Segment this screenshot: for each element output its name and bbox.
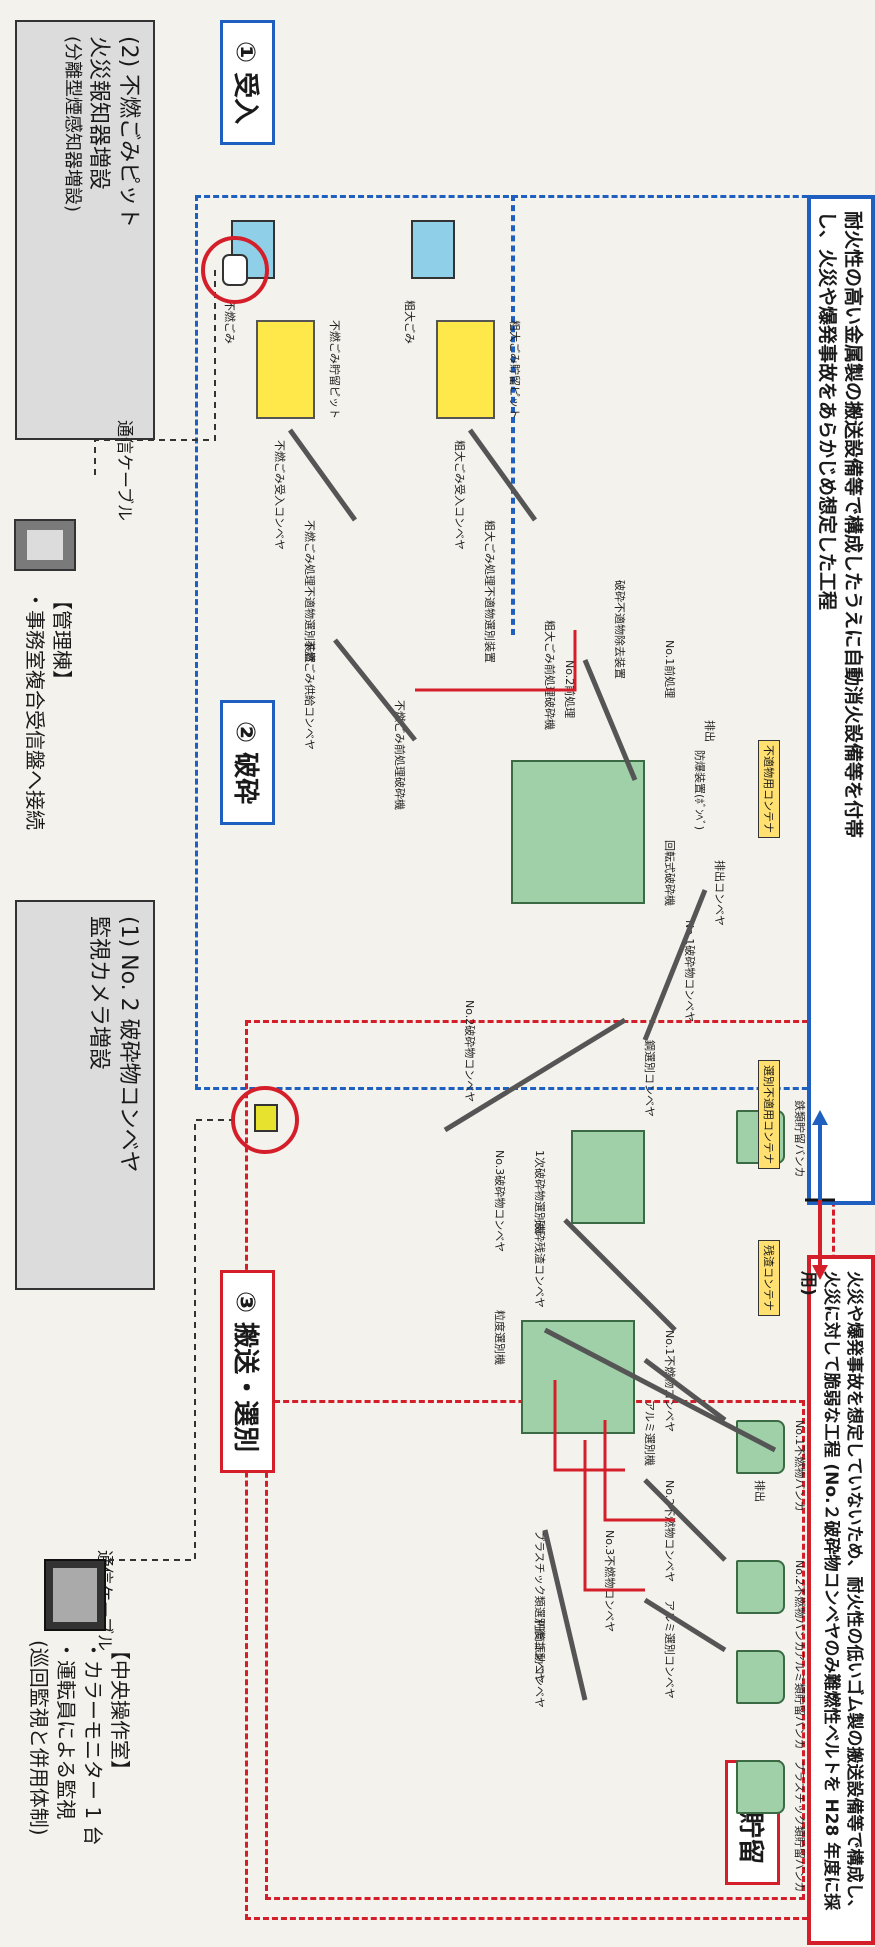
sodai-conveyor	[467, 428, 538, 522]
no1-unb-conveyor	[643, 1358, 727, 1422]
cable-line-2	[95, 1119, 235, 1561]
monitor-icon	[44, 1559, 106, 1631]
fire-detector-icon	[201, 236, 269, 304]
residue-conveyor	[563, 1218, 677, 1332]
no2-unb-conveyor	[643, 1478, 727, 1562]
plastic-conveyor	[542, 1529, 588, 1701]
alu-conveyor	[643, 1597, 727, 1653]
no1-crush-conveyor	[642, 889, 708, 1041]
boundary-arrows	[805, 1110, 835, 1280]
flow-arrow-2	[553, 1380, 625, 1472]
grain-residue-conveyor	[543, 1327, 777, 1453]
flow-arrow-4	[583, 1440, 645, 1592]
flow-arrow-1	[415, 630, 577, 692]
funen-supply-conveyor	[333, 638, 417, 742]
flow-arrow-3	[603, 1420, 675, 1522]
building-icon	[14, 519, 76, 571]
no2-pre-conveyor	[582, 659, 638, 781]
funen-conveyor	[287, 428, 358, 522]
cable-line-1	[94, 270, 216, 480]
no2-crush-conveyor	[443, 1017, 627, 1133]
camera-icon	[231, 1086, 299, 1154]
